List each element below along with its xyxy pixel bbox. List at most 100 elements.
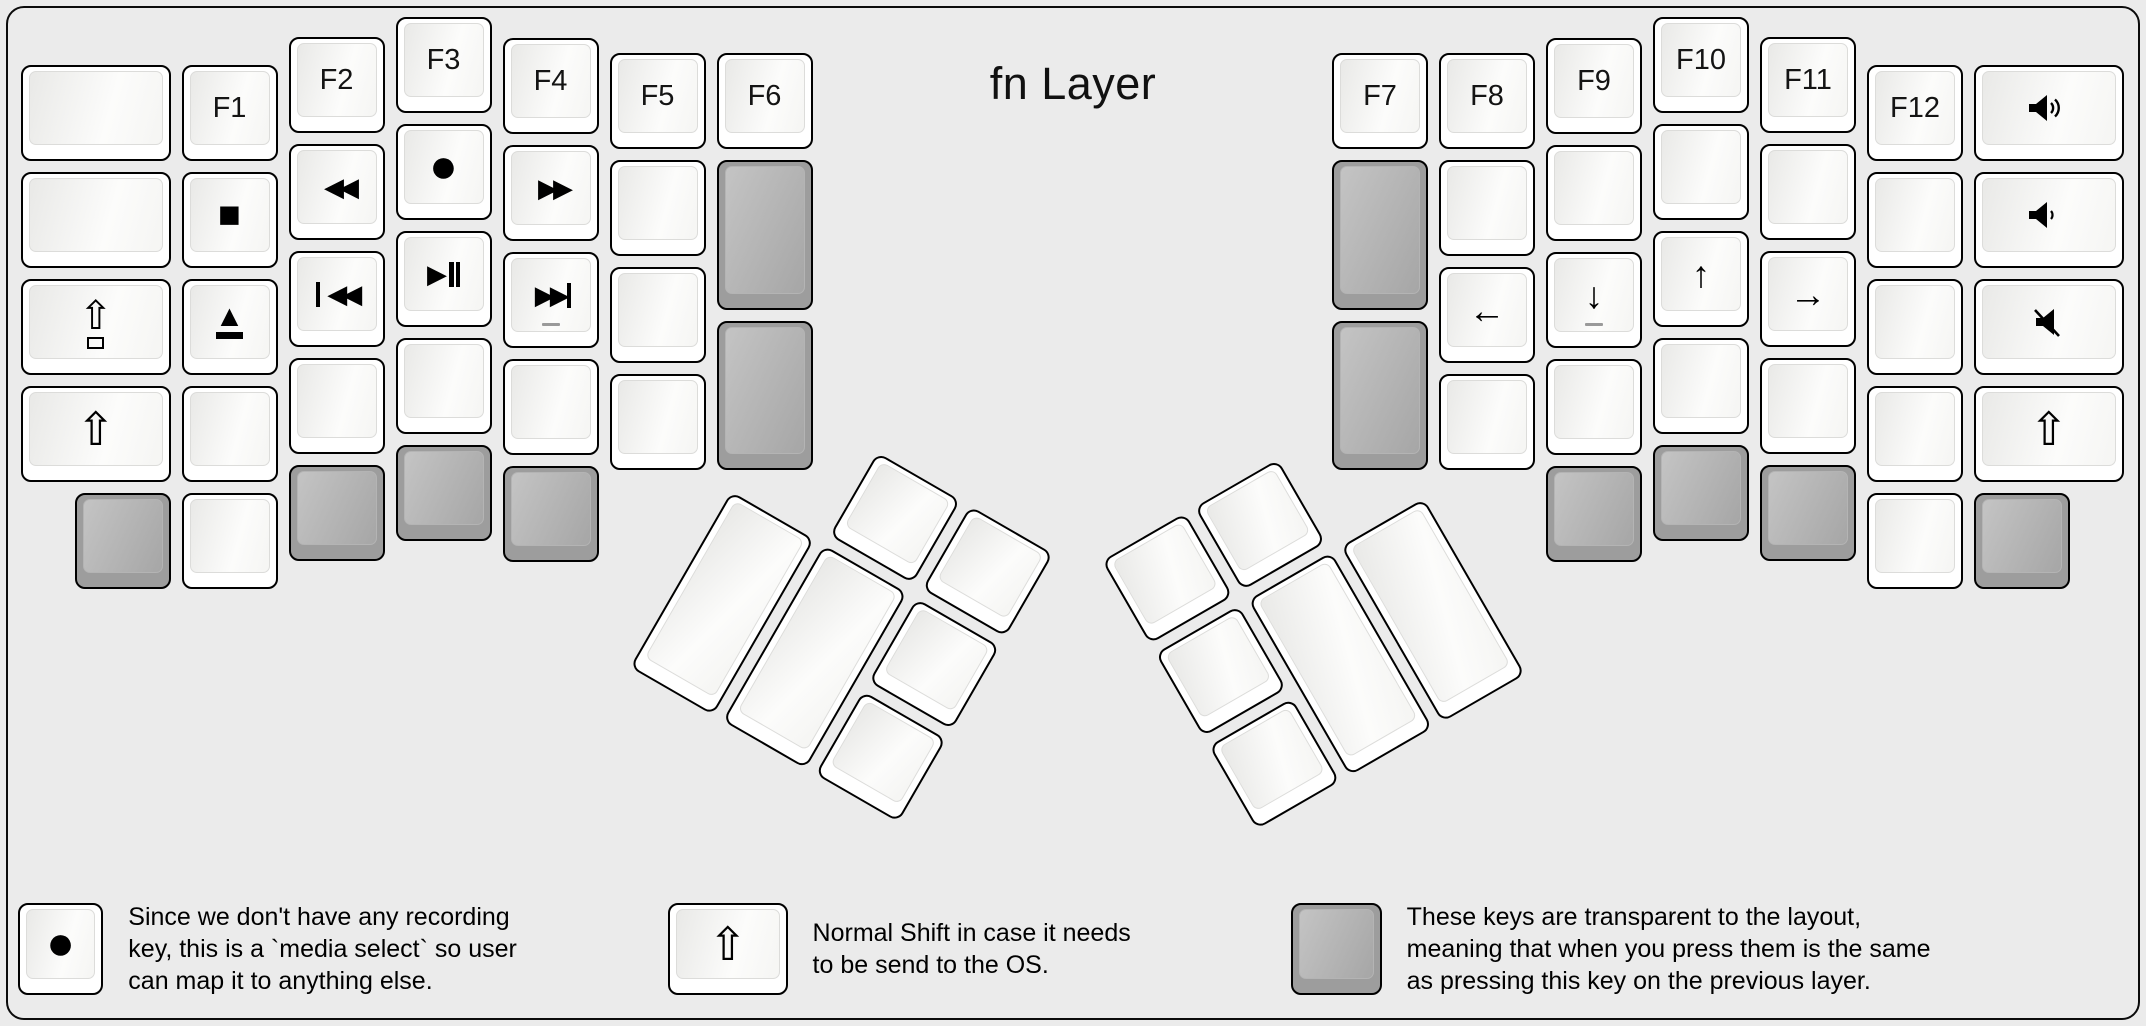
key-f3[interactable]: F3: [395, 17, 492, 113]
key-blank[interactable]: [21, 172, 171, 269]
legend-key-shift: ⇧: [668, 903, 788, 995]
key-f5[interactable]: F5: [609, 53, 706, 150]
record-icon: ●: [429, 140, 458, 193]
key-play-pause[interactable]: ▶: [395, 231, 492, 327]
key-f10[interactable]: F10: [1653, 17, 1749, 113]
key-label: F7: [1363, 79, 1397, 112]
key-shift[interactable]: ⇧: [21, 386, 171, 483]
key-blank[interactable]: [181, 493, 278, 590]
key-f2[interactable]: F2: [288, 37, 385, 134]
shift-icon: ⇧: [2029, 403, 2069, 456]
key-arrow-right[interactable]: →: [1760, 251, 1856, 348]
record-icon: ●: [46, 917, 76, 970]
key-f4[interactable]: F4: [502, 38, 599, 135]
key-blank[interactable]: [609, 374, 706, 471]
arrow-down-icon: ↓: [1584, 274, 1604, 316]
key-blank[interactable]: [21, 65, 171, 162]
key-transparent[interactable]: [1653, 445, 1749, 541]
key-transparent[interactable]: [1546, 466, 1642, 563]
key-transparent[interactable]: [1332, 160, 1428, 310]
key-blank[interactable]: [502, 359, 599, 456]
mute-icon: [2029, 305, 2069, 339]
key-blank[interactable]: [1867, 279, 1963, 376]
legend-item-transparent-keys: These keys are transparent to the layout…: [1291, 893, 1931, 1005]
key-blank[interactable]: [1653, 338, 1749, 434]
shift-icon: ⇧: [76, 403, 116, 456]
key-blank[interactable]: [1546, 359, 1642, 456]
key-transparent[interactable]: [288, 465, 385, 562]
next-track-icon: ▶▶: [530, 282, 572, 308]
legend-key-transparent: [1291, 903, 1382, 995]
key-blank[interactable]: [1867, 172, 1963, 269]
key-blank[interactable]: [1760, 358, 1856, 455]
legend-item-normal-shift: ⇧ Normal Shift in case it needs to be se…: [668, 893, 1131, 1005]
key-blank[interactable]: [1439, 160, 1535, 257]
key-blank[interactable]: [1653, 124, 1749, 220]
key-f6[interactable]: F6: [716, 53, 813, 150]
key-transparent[interactable]: [1974, 493, 2070, 590]
key-blank[interactable]: [181, 386, 278, 483]
eject-icon: ▲: [215, 302, 244, 340]
key-record[interactable]: ●: [395, 124, 492, 220]
arrow-left-icon: ←: [1468, 289, 1506, 331]
key-rewind[interactable]: ◀◀: [288, 144, 385, 241]
arrow-right-icon: →: [1789, 273, 1827, 315]
key-transparent[interactable]: [395, 445, 492, 541]
key-f9[interactable]: F9: [1546, 38, 1642, 135]
key-label: F4: [533, 64, 568, 97]
key-f11[interactable]: F11: [1760, 37, 1856, 134]
key-stop[interactable]: ■: [181, 172, 278, 269]
key-label: F2: [319, 63, 354, 96]
key-blank[interactable]: [609, 160, 706, 257]
key-blank[interactable]: [609, 267, 706, 364]
key-label: F6: [747, 79, 782, 112]
key-f8[interactable]: F8: [1439, 53, 1535, 150]
key-volume-up[interactable]: [1974, 65, 2124, 162]
key-blank[interactable]: [288, 358, 385, 455]
play-pause-icon: ▶: [427, 261, 460, 287]
key-label: F8: [1470, 79, 1504, 112]
key-next-track[interactable]: ▶▶: [502, 252, 599, 349]
key-prev-track[interactable]: ◀◀: [288, 251, 385, 348]
volume-down-icon: [2026, 198, 2072, 232]
key-transparent[interactable]: [716, 160, 813, 310]
key-eject[interactable]: ▲: [181, 279, 278, 376]
key-transparent[interactable]: [716, 320, 813, 471]
key-label: F11: [1784, 63, 1832, 96]
key-caps-lock[interactable]: ⇧: [21, 279, 171, 376]
key-label: F10: [1676, 43, 1726, 76]
key-f7[interactable]: F7: [1332, 53, 1428, 150]
key-shift[interactable]: ⇧: [1974, 386, 2124, 483]
homing-dash: [541, 323, 560, 327]
homing-dash: [1585, 323, 1603, 327]
key-label: F5: [640, 79, 675, 112]
key-mute[interactable]: [1974, 279, 2124, 376]
key-label: F3: [426, 43, 461, 76]
key-arrow-up[interactable]: ↑: [1653, 231, 1749, 327]
key-transparent[interactable]: [1332, 320, 1428, 471]
key-transparent[interactable]: [1760, 465, 1856, 562]
legend-item-media-select: ● Since we don't have any recording key,…: [18, 893, 517, 1005]
key-f1[interactable]: F1: [181, 65, 278, 162]
key-blank[interactable]: [1546, 145, 1642, 242]
key-arrow-down[interactable]: ↓: [1546, 252, 1642, 349]
key-shift: ⇧: [668, 903, 788, 995]
key-record: ●: [18, 903, 104, 995]
key-label: F9: [1577, 64, 1611, 97]
key-label: F1: [212, 91, 247, 124]
legend-key-record: ●: [18, 903, 104, 995]
key-blank[interactable]: [395, 338, 492, 434]
key-transparent[interactable]: [502, 466, 599, 563]
key-fast-forward[interactable]: ▶▶: [502, 145, 599, 242]
legend-text-media-select: Since we don't have any recording key, t…: [128, 903, 517, 995]
key-blank[interactable]: [1867, 386, 1963, 483]
key-blank[interactable]: [1867, 493, 1963, 590]
key-f12[interactable]: F12: [1867, 65, 1963, 162]
key-blank[interactable]: [1439, 374, 1535, 471]
layer-title: fn Layer: [989, 58, 1157, 109]
key-blank[interactable]: [1760, 144, 1856, 241]
key-arrow-left[interactable]: ←: [1439, 267, 1535, 364]
prev-track-icon: ◀◀: [315, 281, 362, 307]
key-volume-down[interactable]: [1974, 172, 2124, 269]
key-transparent[interactable]: [74, 493, 171, 590]
